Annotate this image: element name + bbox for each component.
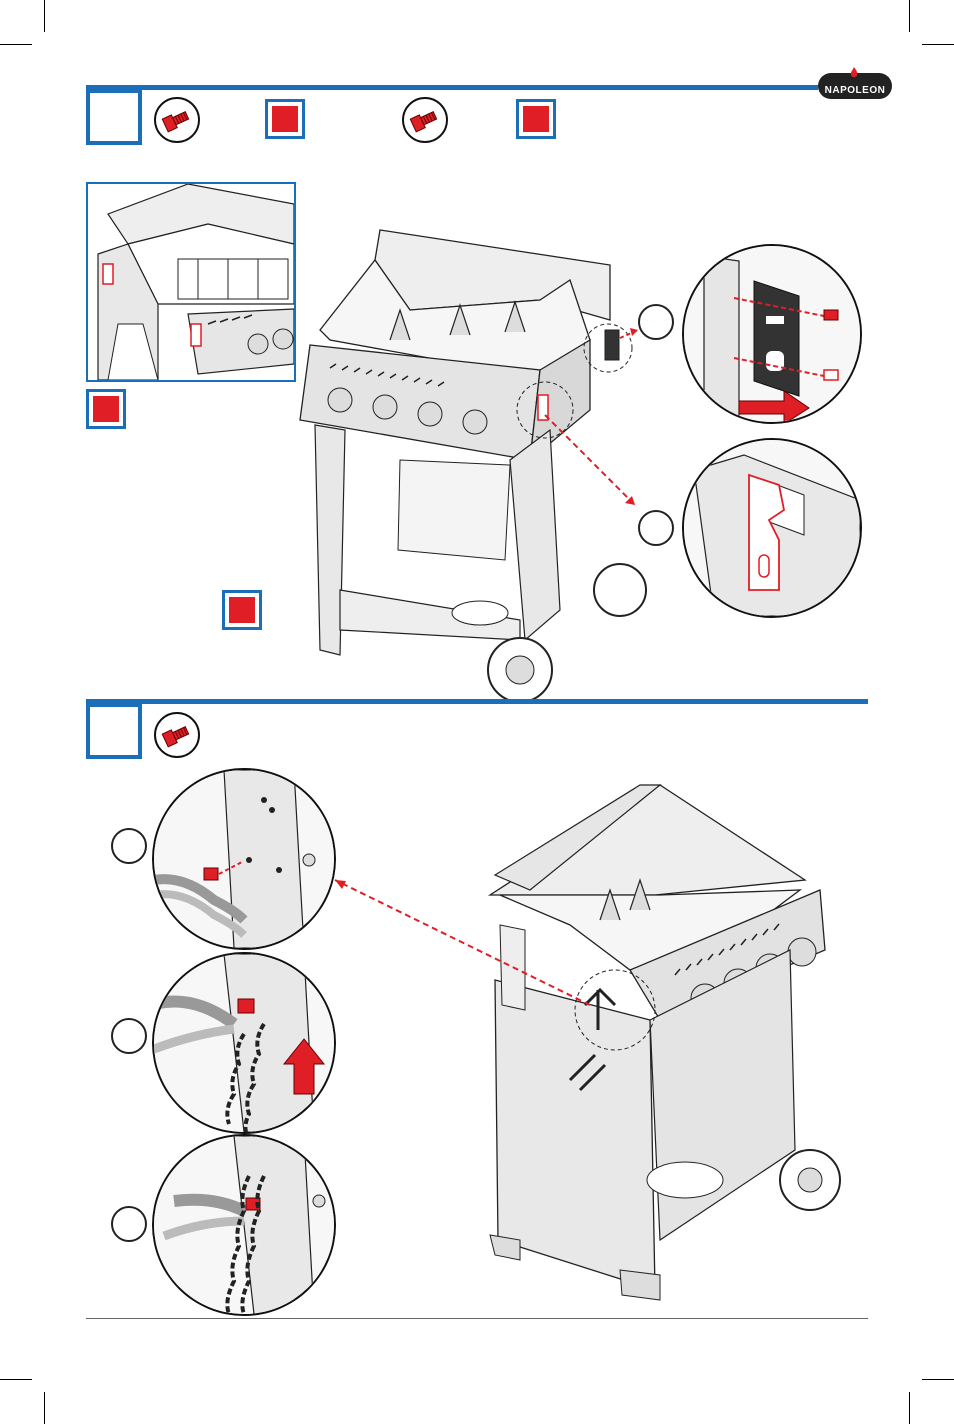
- crop-mark-top-left-h: [0, 44, 32, 45]
- step2-detail-chain-secured: [152, 1134, 336, 1316]
- step1-grill-illustration: [299, 229, 647, 703]
- detail-callout-3: [111, 1206, 147, 1242]
- logo-text: NAPOLEON: [824, 85, 886, 96]
- napoleon-logo: NAPOLEON: [818, 67, 892, 99]
- screw-icon: [154, 97, 200, 143]
- step1-detail-bracket-outline: [682, 438, 862, 618]
- detail-callout-2: [111, 1018, 147, 1054]
- crop-mark-top-right-h: [922, 44, 954, 45]
- footer-rule: [86, 1318, 868, 1319]
- crop-mark-bottom-right-v: [909, 1392, 910, 1424]
- step1-inset-illustration: [86, 182, 296, 382]
- crop-mark-bottom-left-v: [44, 1392, 45, 1424]
- quantity-marker: [222, 590, 262, 630]
- quantity-marker: [86, 389, 126, 429]
- step2-grill-illustration: [334, 784, 841, 1301]
- step2-number-box: [86, 703, 142, 759]
- step2-detail-screw-insert: [152, 768, 336, 950]
- crop-mark-top-right-v: [909, 0, 910, 32]
- quantity-marker: [265, 99, 305, 139]
- flame-icon: [850, 67, 858, 78]
- step2-detail-chain-hook: [152, 952, 336, 1134]
- step1-detail-bracket-screws: [682, 244, 862, 424]
- step2-header-bar: [86, 699, 868, 704]
- screw-icon: [154, 712, 200, 758]
- quantity-marker: [516, 99, 556, 139]
- crop-mark-bottom-left-h: [0, 1379, 32, 1380]
- detail-callout-1: [111, 828, 147, 864]
- detail-callout-b: [638, 510, 674, 546]
- step1-number-box: [86, 89, 142, 145]
- screw-icon: [402, 97, 448, 143]
- crop-mark-bottom-right-h: [922, 1379, 954, 1380]
- detail-callout-a: [638, 304, 674, 340]
- crop-mark-top-left-v: [44, 0, 45, 32]
- step1-header-bar: [86, 85, 818, 90]
